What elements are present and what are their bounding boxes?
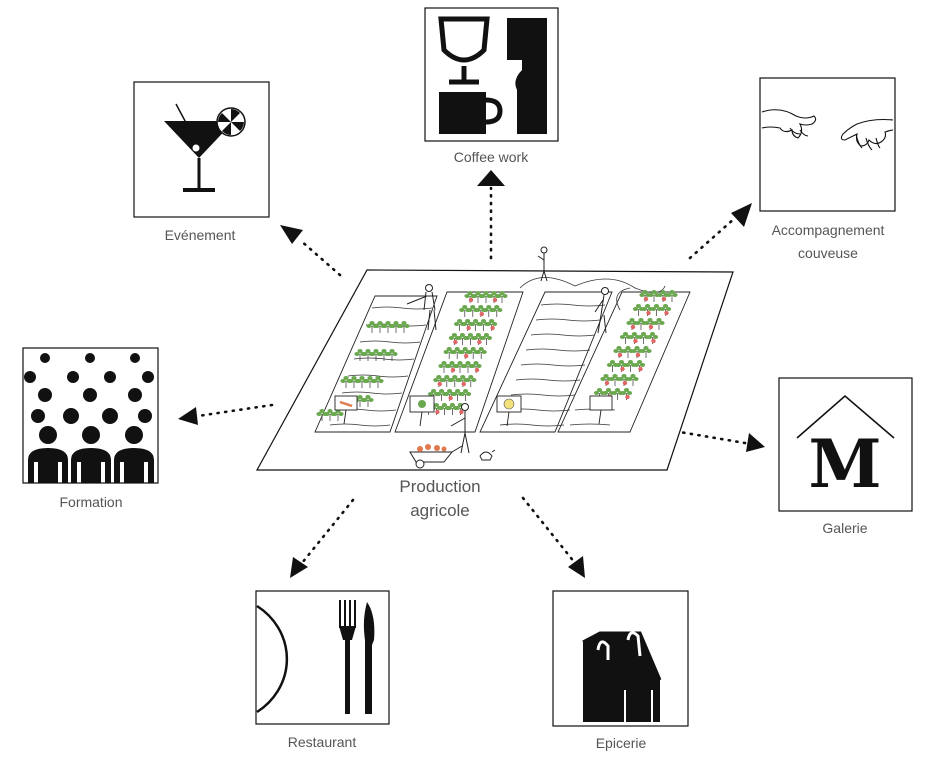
evenement-box bbox=[133, 81, 270, 218]
crowd-icon bbox=[24, 353, 154, 483]
hands-icon bbox=[761, 109, 894, 151]
plants-strip-4 bbox=[593, 290, 678, 400]
center-label-line2: agricole bbox=[410, 501, 470, 520]
plant-sprite bbox=[362, 395, 374, 407]
accompagnement-box bbox=[759, 77, 896, 212]
plant-sprite bbox=[372, 376, 384, 388]
connector-accompagnement bbox=[688, 203, 752, 260]
plant-sprite bbox=[618, 374, 630, 386]
epicerie-label: Epicerie bbox=[596, 735, 647, 751]
plants-strip-2 bbox=[422, 291, 508, 415]
plant-sprite bbox=[465, 375, 477, 387]
plant-sprite bbox=[646, 332, 659, 344]
plant-sprite bbox=[428, 389, 440, 401]
production-agricole-illustration bbox=[255, 246, 734, 471]
plant-sprite bbox=[496, 291, 508, 303]
node-restaurant: Restaurant bbox=[255, 590, 390, 750]
connector-evenement bbox=[280, 225, 342, 277]
galerie-label: Galerie bbox=[822, 520, 867, 536]
plant-sprite bbox=[635, 318, 647, 330]
plant-sprite bbox=[460, 389, 472, 401]
evenement-label: Evénement bbox=[165, 227, 236, 243]
plant-sprite bbox=[486, 319, 498, 331]
connector-coffee bbox=[477, 170, 505, 260]
house-logo-icon: M bbox=[796, 394, 895, 503]
plant-sprite bbox=[609, 374, 621, 386]
plant-sprite bbox=[480, 333, 492, 345]
plant-sprite bbox=[633, 360, 646, 372]
plant-sprite bbox=[632, 304, 645, 316]
plate-fork-knife-icon bbox=[256, 600, 375, 714]
center-label-line1: Production bbox=[399, 477, 480, 496]
plant-sprite bbox=[640, 346, 652, 358]
plant-sprite bbox=[624, 360, 637, 372]
coffee-cup-icon bbox=[439, 92, 503, 134]
plant-sprite bbox=[470, 361, 482, 373]
plant-sprite bbox=[438, 403, 450, 415]
cocktail-icon bbox=[164, 103, 246, 192]
coffee-machine-icon bbox=[490, 18, 547, 134]
node-evenement: Evénement bbox=[133, 81, 270, 243]
node-formation: Formation bbox=[22, 347, 159, 510]
plant-sprite bbox=[446, 361, 458, 373]
connector-formation bbox=[178, 403, 274, 425]
plant-sprite bbox=[611, 388, 624, 400]
plant-sprite bbox=[620, 388, 633, 400]
connector-galerie bbox=[666, 428, 765, 452]
plant-sprite bbox=[491, 305, 503, 317]
galerie-logo-letter: M bbox=[808, 425, 881, 503]
plant-sprite bbox=[600, 374, 612, 386]
coffee-work-label: Coffee work bbox=[454, 149, 529, 165]
plant-sprite bbox=[475, 347, 487, 359]
plant-sprite bbox=[398, 321, 410, 333]
node-accompagnement: Accompagnement couveuse bbox=[759, 77, 896, 261]
plant-sprite bbox=[666, 290, 678, 302]
plant-sprite bbox=[386, 349, 398, 361]
connector-restaurant bbox=[290, 498, 355, 578]
plant-sprite bbox=[659, 304, 672, 316]
plant-sprite bbox=[627, 374, 639, 386]
wine-glass-icon bbox=[438, 16, 490, 85]
node-coffee-work: Coffee work bbox=[424, 7, 559, 165]
node-galerie: M Galerie bbox=[778, 377, 913, 536]
galerie-box bbox=[778, 377, 913, 512]
restaurant-label: Restaurant bbox=[288, 734, 357, 750]
accompagnement-label-line2: couveuse bbox=[798, 245, 858, 261]
formation-label: Formation bbox=[59, 494, 122, 510]
plant-sprite bbox=[653, 318, 665, 330]
plant-sprite bbox=[464, 291, 476, 303]
plant-sprite bbox=[650, 304, 663, 316]
shopping-bag-icon bbox=[582, 631, 662, 722]
connector-epicerie bbox=[521, 496, 585, 578]
plant-sprite bbox=[657, 290, 669, 302]
node-epicerie: Epicerie bbox=[552, 590, 689, 751]
plant-sprite bbox=[488, 291, 500, 303]
accompagnement-label-line1: Accompagnement bbox=[772, 222, 885, 238]
